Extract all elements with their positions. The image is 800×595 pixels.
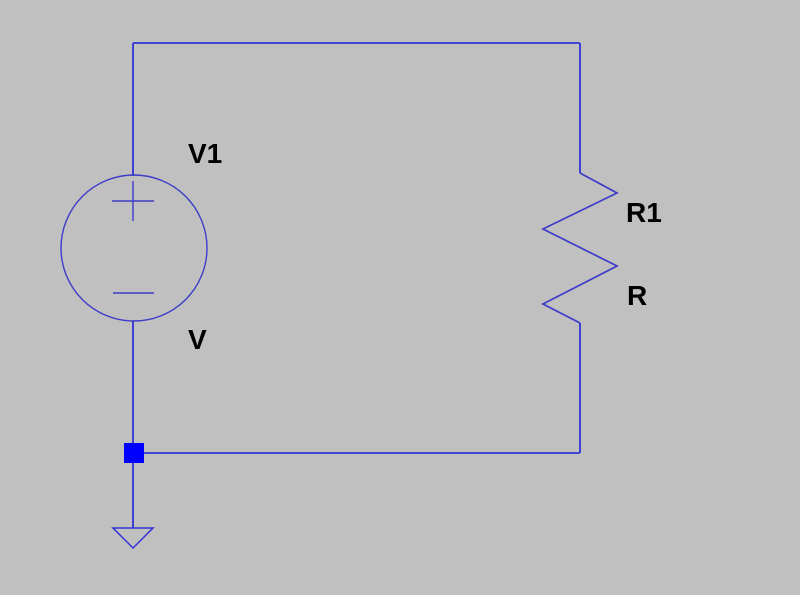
voltage-source-circle: [60, 174, 208, 322]
resistor-value-label[interactable]: R: [627, 280, 647, 311]
resistor-designator-label[interactable]: R1: [626, 197, 662, 228]
ground-symbol[interactable]: [111, 527, 155, 550]
voltage-source-symbol[interactable]: [60, 174, 208, 322]
resistor-symbol[interactable]: [541, 172, 619, 324]
voltage-source-value-label[interactable]: V: [188, 324, 207, 355]
junction-node[interactable]: [124, 443, 144, 463]
voltage-source-designator-label[interactable]: V1: [188, 138, 222, 169]
